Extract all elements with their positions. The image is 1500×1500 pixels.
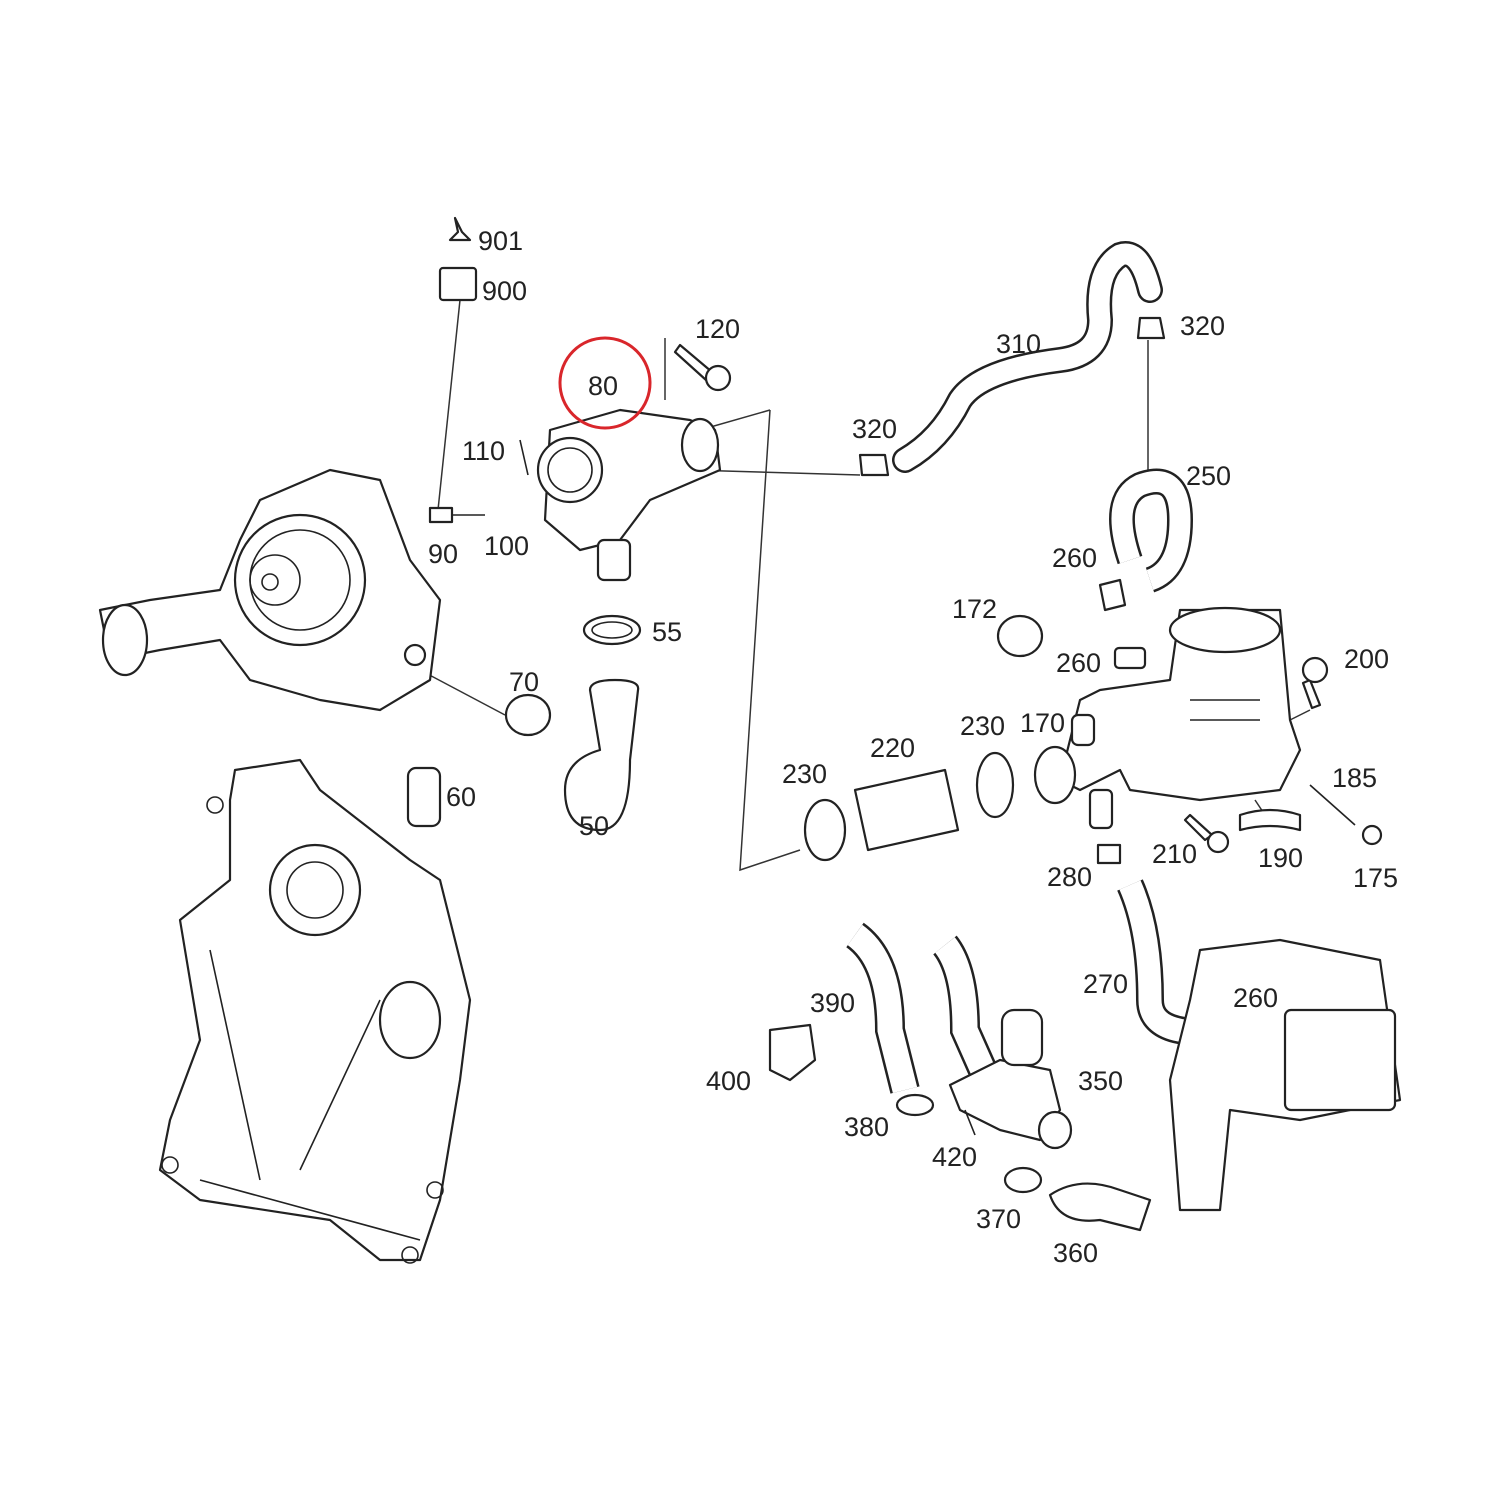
part-label-380[interactable]: 380 bbox=[844, 1112, 889, 1142]
thermostat-housing bbox=[536, 408, 722, 582]
part-label-55[interactable]: 55 bbox=[652, 617, 682, 647]
hoses bbox=[858, 241, 1194, 670]
part-label-420[interactable]: 420 bbox=[932, 1142, 977, 1172]
part-label-60[interactable]: 60 bbox=[446, 782, 476, 812]
part-label-900[interactable]: 900 bbox=[482, 276, 527, 306]
part-label-230[interactable]: 230 bbox=[782, 759, 827, 789]
timing-cover bbox=[158, 758, 472, 1264]
part-label-400[interactable]: 400 bbox=[706, 1066, 751, 1096]
part-label-230[interactable]: 230 bbox=[960, 711, 1005, 741]
part-label-175[interactable]: 175 bbox=[1353, 863, 1398, 893]
part-label-250[interactable]: 250 bbox=[1186, 461, 1231, 491]
part-label-50[interactable]: 50 bbox=[579, 811, 609, 841]
small-parts bbox=[406, 216, 732, 832]
part-label-901[interactable]: 901 bbox=[478, 226, 523, 256]
part-label-220[interactable]: 220 bbox=[870, 733, 915, 763]
part-label-370[interactable]: 370 bbox=[976, 1204, 1021, 1234]
part-label-100[interactable]: 100 bbox=[484, 531, 529, 561]
part-label-320[interactable]: 320 bbox=[852, 414, 897, 444]
part-label-70[interactable]: 70 bbox=[509, 667, 539, 697]
part-label-280[interactable]: 280 bbox=[1047, 862, 1092, 892]
part-label-120[interactable]: 120 bbox=[695, 314, 740, 344]
part-label-360[interactable]: 360 bbox=[1053, 1238, 1098, 1268]
part-label-350[interactable]: 350 bbox=[1078, 1066, 1123, 1096]
highlight-circle bbox=[558, 336, 652, 430]
part-label-80[interactable]: 80 bbox=[588, 371, 618, 401]
part-label-200[interactable]: 200 bbox=[1344, 644, 1389, 674]
valve-assembly bbox=[1033, 606, 1383, 865]
lower-parts bbox=[768, 922, 1152, 1232]
part-label-260[interactable]: 260 bbox=[1233, 983, 1278, 1013]
part-label-210[interactable]: 210 bbox=[1152, 839, 1197, 869]
part-label-172[interactable]: 172 bbox=[952, 594, 997, 624]
part-labels: 901 900 120 80 310 320 320 110 250 90 10… bbox=[428, 226, 1398, 1268]
part-label-170[interactable]: 170 bbox=[1020, 708, 1065, 738]
part-label-185[interactable]: 185 bbox=[1332, 763, 1377, 793]
part-label-190[interactable]: 190 bbox=[1258, 843, 1303, 873]
part-label-310[interactable]: 310 bbox=[996, 329, 1041, 359]
part-label-390[interactable]: 390 bbox=[810, 988, 855, 1018]
part-label-90[interactable]: 90 bbox=[428, 539, 458, 569]
part-label-110[interactable]: 110 bbox=[462, 436, 505, 466]
part-label-260[interactable]: 260 bbox=[1056, 648, 1101, 678]
hose-270 bbox=[1117, 879, 1402, 1212]
part-label-260[interactable]: 260 bbox=[1052, 543, 1097, 573]
part-label-270[interactable]: 270 bbox=[1083, 969, 1128, 999]
hose-220 bbox=[803, 751, 1015, 862]
water-pump bbox=[98, 468, 442, 712]
part-label-320[interactable]: 320 bbox=[1180, 311, 1225, 341]
